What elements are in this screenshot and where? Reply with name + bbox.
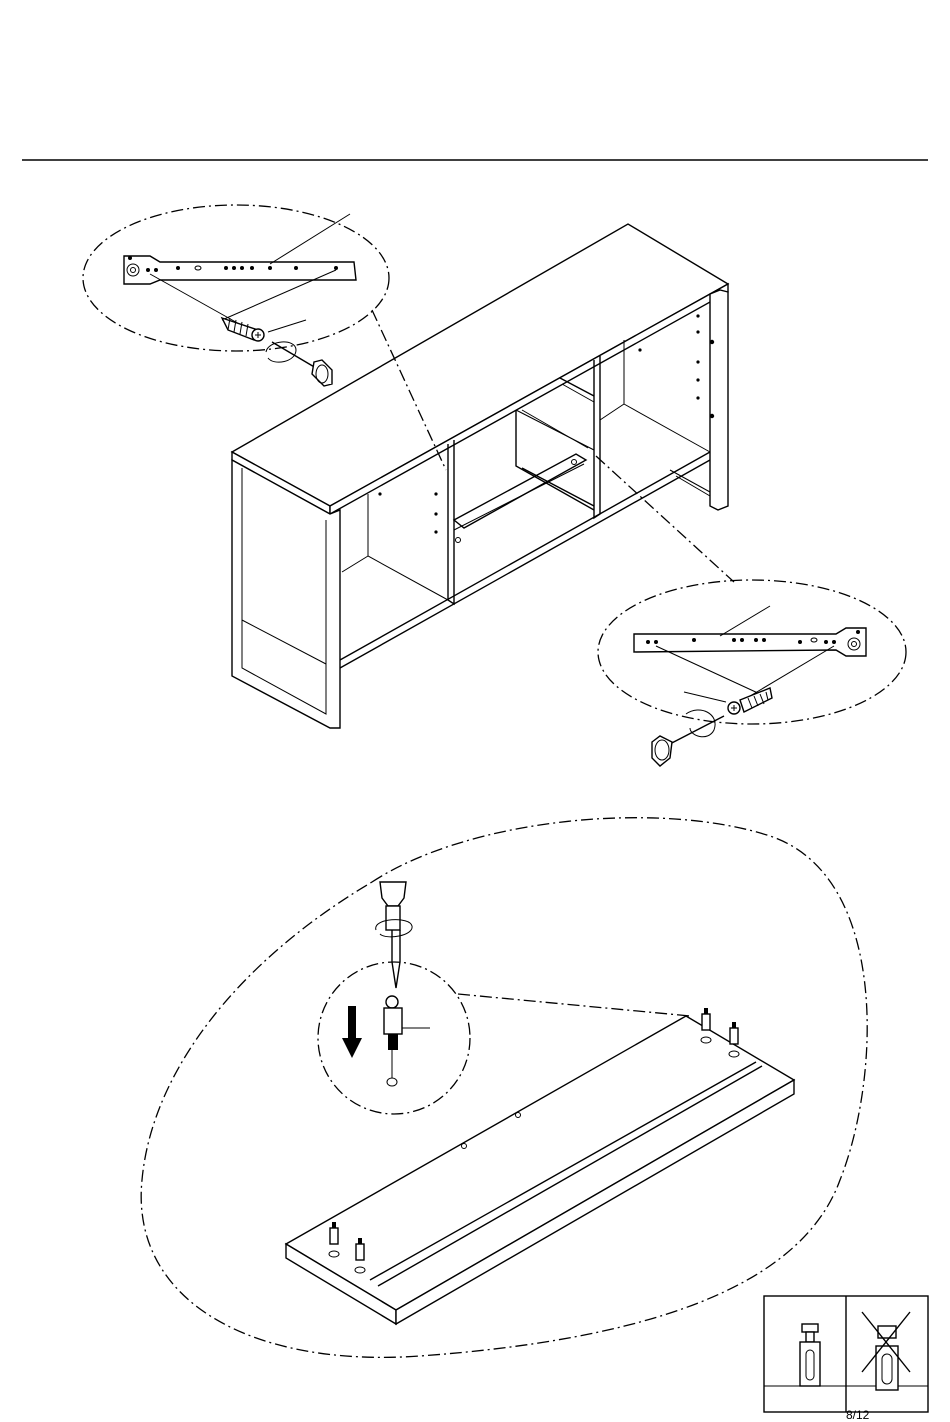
manual-screwdriver-allowed-icon xyxy=(800,1324,820,1386)
slide-detail-right xyxy=(596,456,906,766)
power-drill-forbidden-icon xyxy=(862,1312,910,1390)
shelf-assembly-detail xyxy=(141,818,867,1358)
tool-notice xyxy=(764,1296,928,1412)
